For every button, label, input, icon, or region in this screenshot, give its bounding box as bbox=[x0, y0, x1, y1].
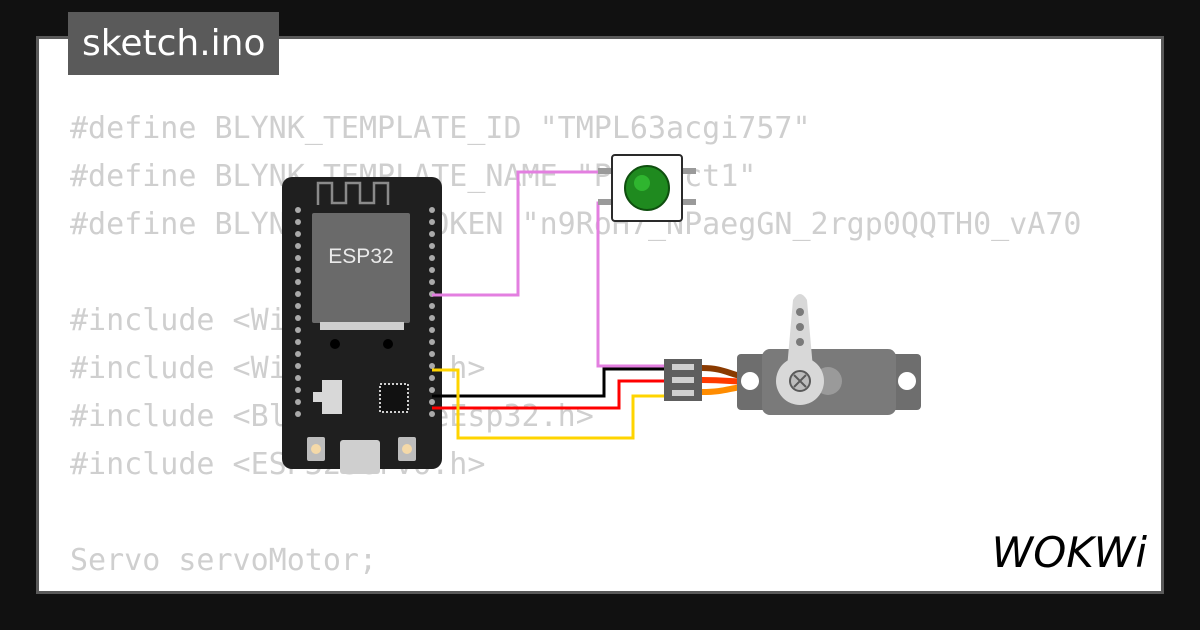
code-line: #define BLYNK_TEMPLATE_ID "TMPL63acgi757… bbox=[70, 111, 811, 146]
file-tab[interactable]: sketch.ino bbox=[68, 12, 280, 75]
chip-label: ESP32 bbox=[328, 245, 393, 268]
button-wire bbox=[432, 170, 612, 297]
usb-port bbox=[340, 440, 380, 474]
esp32-board[interactable]: ESP32 bbox=[282, 177, 442, 474]
power-wire bbox=[432, 379, 665, 410]
code-line: Servo servoMotor; bbox=[70, 543, 378, 578]
servo-motor[interactable] bbox=[737, 294, 921, 415]
wokwi-logo: WOKWi bbox=[992, 528, 1148, 577]
ground-wire bbox=[432, 367, 665, 398]
code-card: #define BLYNK_TEMPLATE_ID "TMPL63acgi757… bbox=[36, 36, 1164, 594]
push-button[interactable] bbox=[598, 154, 696, 222]
signal-wire bbox=[432, 368, 665, 440]
button-return-wire bbox=[596, 201, 665, 368]
